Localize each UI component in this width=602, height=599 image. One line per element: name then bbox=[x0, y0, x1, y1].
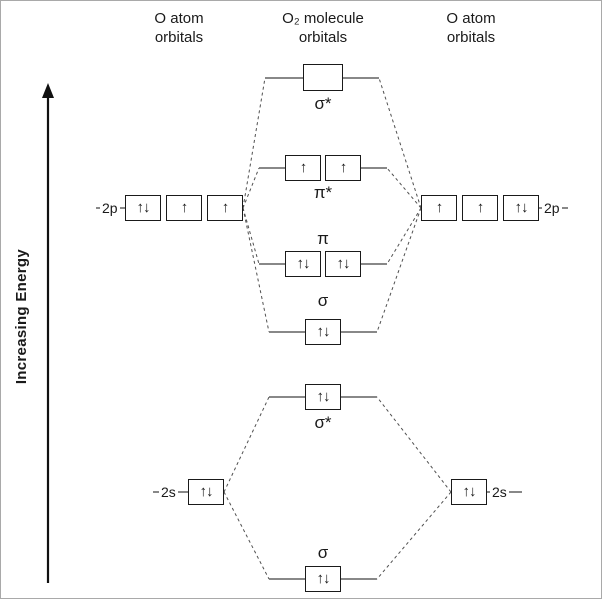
header-line: O₂ molecule bbox=[282, 10, 364, 27]
label-left-2p: 2p bbox=[100, 200, 120, 216]
orbital-box: ↑↓ bbox=[285, 251, 321, 277]
center-column-header: O₂ molecule orbitals bbox=[263, 9, 383, 47]
electron-arrows: ↑↓ bbox=[336, 254, 351, 272]
right-column-header: O atom orbitals bbox=[419, 9, 523, 47]
energy-axis-label: Increasing Energy bbox=[13, 249, 30, 385]
electron-arrows: ↑↓ bbox=[199, 482, 214, 500]
label-sigma-star-2p: σ* bbox=[314, 94, 332, 113]
orbital-box: ↑↓ bbox=[503, 195, 539, 221]
label-right-2s: 2s bbox=[490, 484, 509, 500]
electron-arrows: ↑ bbox=[476, 198, 484, 216]
left-column-header: O atom orbitals bbox=[129, 9, 229, 47]
mo-sigma-2p: ↑↓ bbox=[305, 319, 341, 345]
orbital-box: ↑↓ bbox=[325, 251, 361, 277]
orbital-box: ↑↓ bbox=[305, 384, 341, 410]
electron-arrows: ↑↓ bbox=[462, 482, 477, 500]
energy-axis-arrow bbox=[42, 83, 54, 583]
mo-pi-star-2p: ↑ ↑ bbox=[285, 155, 361, 181]
label-right-2p: 2p bbox=[542, 200, 562, 216]
header-line: O atom bbox=[154, 10, 204, 27]
orbital-box: ↑↓ bbox=[305, 319, 341, 345]
orbital-box: ↑ bbox=[462, 195, 498, 221]
orbital-box: ↑ bbox=[285, 155, 321, 181]
orbital-box: ↑↓ bbox=[188, 479, 224, 505]
electron-arrows: ↑↓ bbox=[316, 387, 331, 405]
orbital-box: ↑↓ bbox=[305, 566, 341, 592]
header-line: O atom bbox=[446, 10, 496, 27]
mo-pi-2p: ↑↓ ↑↓ bbox=[285, 251, 361, 277]
label-pi-star-2p: π* bbox=[313, 183, 333, 202]
orbital-box: ↑ bbox=[325, 155, 361, 181]
header-line: orbitals bbox=[154, 29, 204, 46]
electron-arrows: ↑ bbox=[299, 158, 307, 176]
label-left-2s: 2s bbox=[159, 484, 178, 500]
orbital-box: ↑↓ bbox=[451, 479, 487, 505]
label-sigma-2p: σ bbox=[317, 291, 329, 310]
electron-arrows: ↑↓ bbox=[136, 198, 151, 216]
electron-arrows: ↑↓ bbox=[316, 322, 331, 340]
label-sigma-star-2s: σ* bbox=[314, 413, 332, 432]
electron-arrows: ↑ bbox=[221, 198, 229, 216]
right-2p-orbitals: ↑ ↑ ↑↓ bbox=[421, 195, 539, 221]
electron-arrows: ↑↓ bbox=[514, 198, 529, 216]
label-pi-2p: π bbox=[317, 229, 329, 248]
orbital-box: ↑↓ bbox=[125, 195, 161, 221]
orbital-box: ↑ bbox=[421, 195, 457, 221]
orbital-box: ↑ bbox=[207, 195, 243, 221]
header-line: orbitals bbox=[298, 29, 348, 46]
mo-sigma-star-2p bbox=[303, 64, 343, 91]
left-2p-orbitals: ↑↓ ↑ ↑ bbox=[125, 195, 243, 221]
orbital-box bbox=[303, 64, 343, 91]
electron-arrows: ↑ bbox=[435, 198, 443, 216]
mo-sigma-2s: ↑↓ bbox=[305, 566, 341, 592]
left-2s-orbital: ↑↓ bbox=[188, 479, 224, 505]
mo-sigma-star-2s: ↑↓ bbox=[305, 384, 341, 410]
orbital-box: ↑ bbox=[166, 195, 202, 221]
right-2s-orbital: ↑↓ bbox=[451, 479, 487, 505]
electron-arrows: ↑ bbox=[180, 198, 188, 216]
electron-arrows: ↑↓ bbox=[316, 569, 331, 587]
electron-arrows: ↑ bbox=[339, 158, 347, 176]
label-sigma-2s: σ bbox=[317, 543, 329, 562]
electron-arrows: ↑↓ bbox=[296, 254, 311, 272]
header-line: orbitals bbox=[446, 29, 496, 46]
